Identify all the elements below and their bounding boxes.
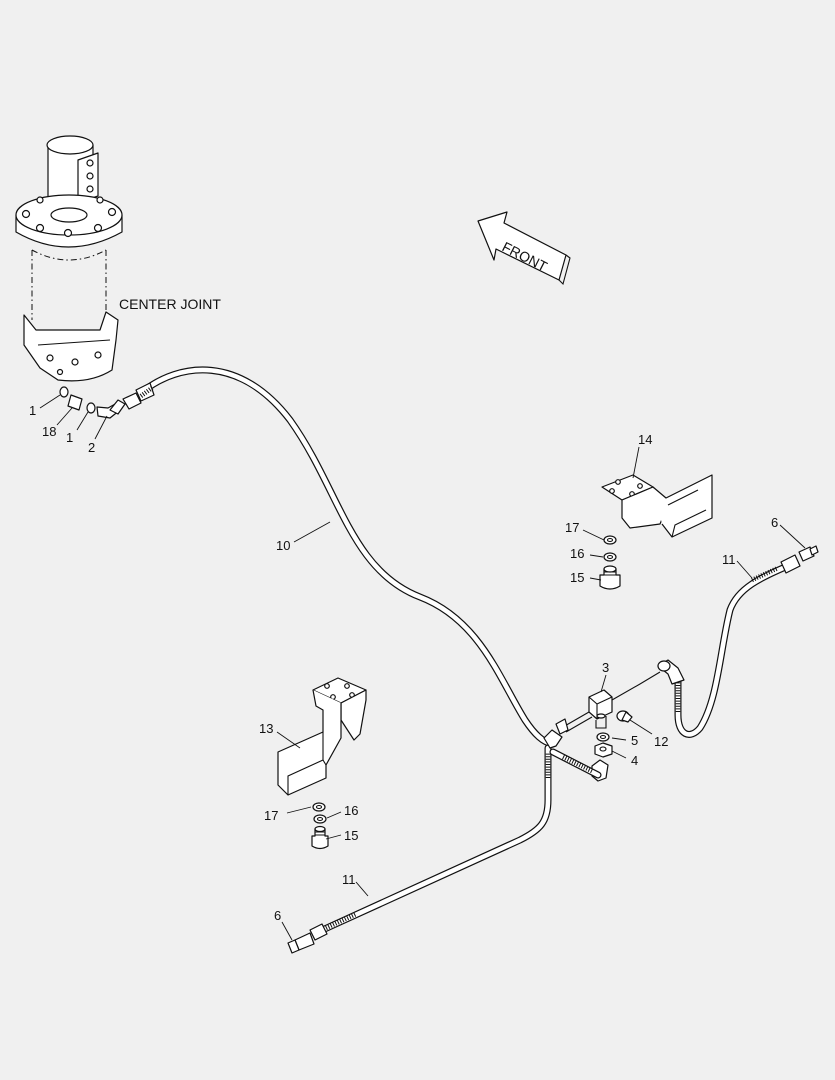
callout-13: 13 xyxy=(259,721,273,736)
callout-1b: 1 xyxy=(66,430,73,445)
hose-11-upper xyxy=(657,545,819,738)
washer-5 xyxy=(596,732,610,742)
callout-18: 18 xyxy=(42,424,56,439)
bracket-13 xyxy=(277,677,367,796)
hose-11-lower xyxy=(287,729,602,954)
callout-17-lower: 17 xyxy=(264,808,278,823)
plug-12 xyxy=(616,710,633,723)
center-joint-fittings xyxy=(59,386,126,419)
front-arrow: FRONT xyxy=(477,211,571,286)
callout-14: 14 xyxy=(638,432,652,447)
callout-3: 3 xyxy=(602,660,609,675)
hardware-stack-upper xyxy=(599,535,621,590)
callout-17-upper: 17 xyxy=(565,520,579,535)
callout-1a: 1 xyxy=(29,403,36,418)
callout-2: 2 xyxy=(88,440,95,455)
callout-6-upper: 6 xyxy=(771,515,778,530)
callout-11-lower: 11 xyxy=(342,872,356,887)
callout-12: 12 xyxy=(654,734,668,749)
callout-5: 5 xyxy=(631,733,638,748)
center-joint-label: CENTER JOINT xyxy=(119,296,221,312)
callout-numbers: 1 18 1 2 10 14 17 16 15 6 11 3 12 5 4 13… xyxy=(29,403,778,923)
bracket-14 xyxy=(601,474,713,538)
callout-16-upper: 16 xyxy=(570,546,584,561)
hose-10 xyxy=(122,366,556,748)
callout-11-upper: 11 xyxy=(722,552,736,567)
callout-6-lower: 6 xyxy=(274,908,281,923)
callout-15-lower: 15 xyxy=(344,828,358,843)
hardware-stack-lower xyxy=(311,802,329,850)
leader-lines xyxy=(39,394,806,941)
center-joint xyxy=(15,135,123,382)
callout-16-lower: 16 xyxy=(344,803,358,818)
nut-4 xyxy=(594,742,613,758)
callout-4: 4 xyxy=(631,753,638,768)
callout-15-upper: 15 xyxy=(570,570,584,585)
callout-10: 10 xyxy=(276,538,290,553)
